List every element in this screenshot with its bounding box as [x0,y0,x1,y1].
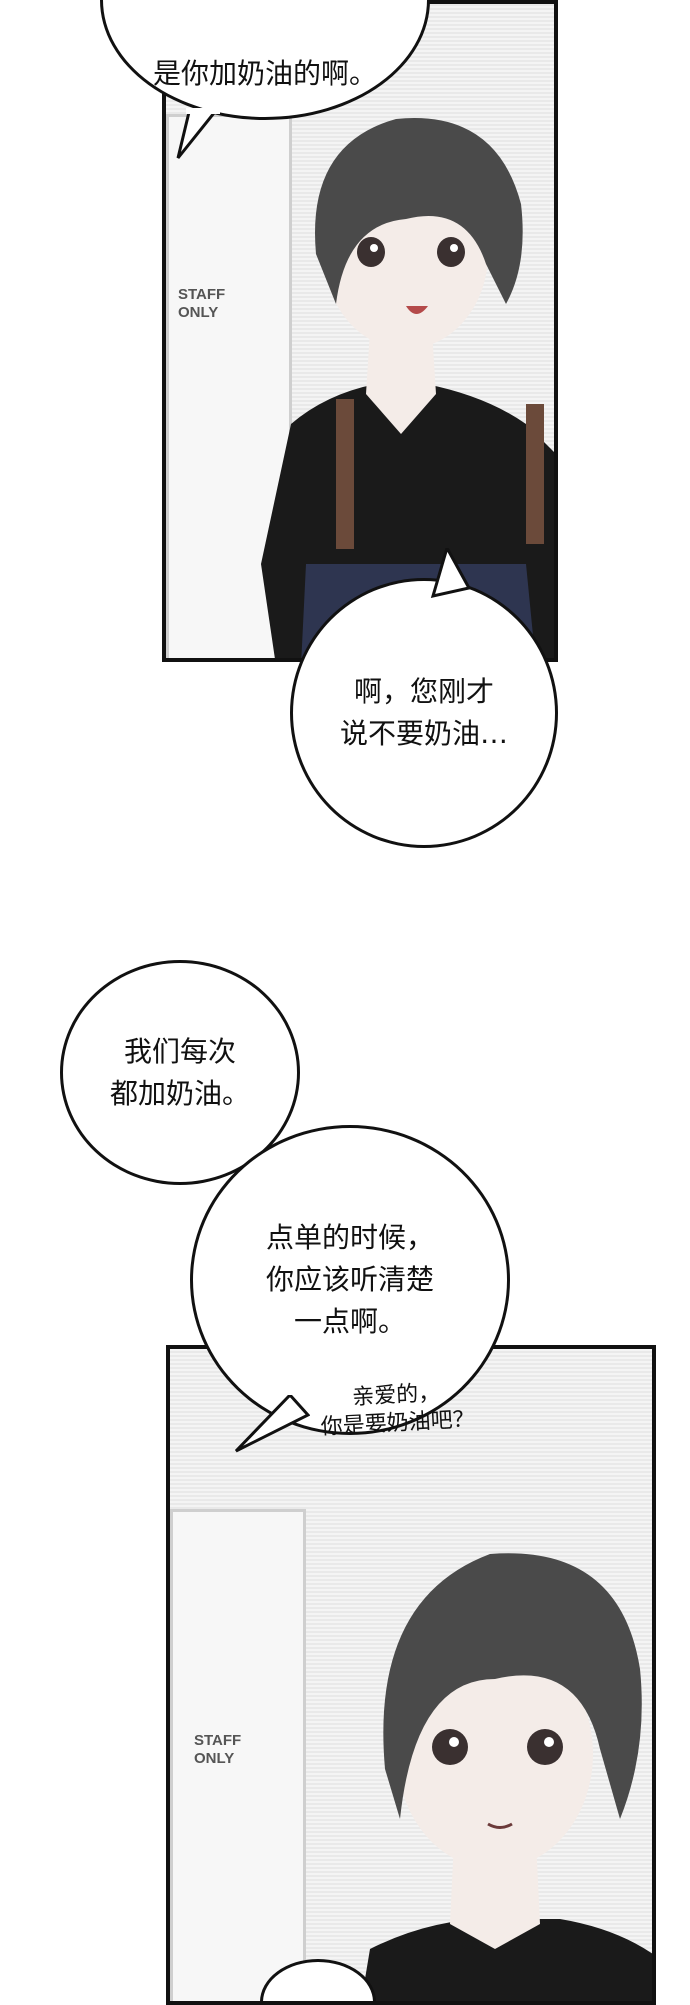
bubble-tail [176,108,220,159]
character-illustration [361,1553,652,2001]
bubble-tail [234,1395,310,1453]
speech-bubble-no-cream: 啊，您刚才 说不要奶油… [290,578,558,848]
speech-text: 点单的时候， 你应该听清楚 一点啊。 [265,1221,434,1338]
speech-bubble-we-add-cream: 我们每次 都加奶油。 [60,960,300,1185]
handwritten-dialogue: 亲爱的， 你是要奶油吧？ [320,1380,476,1440]
staff-only-sign: STAFF ONLY [194,1732,242,1767]
speech-text: 我们每次 都加奶油。 [109,1034,250,1110]
comic-panel-2: STAFF ONLY [166,1345,656,2005]
apron-strap [336,399,354,549]
speech-text: 是你加奶油的啊。 [152,57,377,90]
bubble-tail [430,548,472,598]
staff-door [170,1509,306,2001]
speech-text: 啊，您刚才 说不要奶油… [339,675,508,750]
speech-bubble-listen-clearly: 点单的时候， 你应该听清楚 一点啊。 [190,1125,510,1435]
staff-only-sign: STAFF ONLY [178,286,226,321]
